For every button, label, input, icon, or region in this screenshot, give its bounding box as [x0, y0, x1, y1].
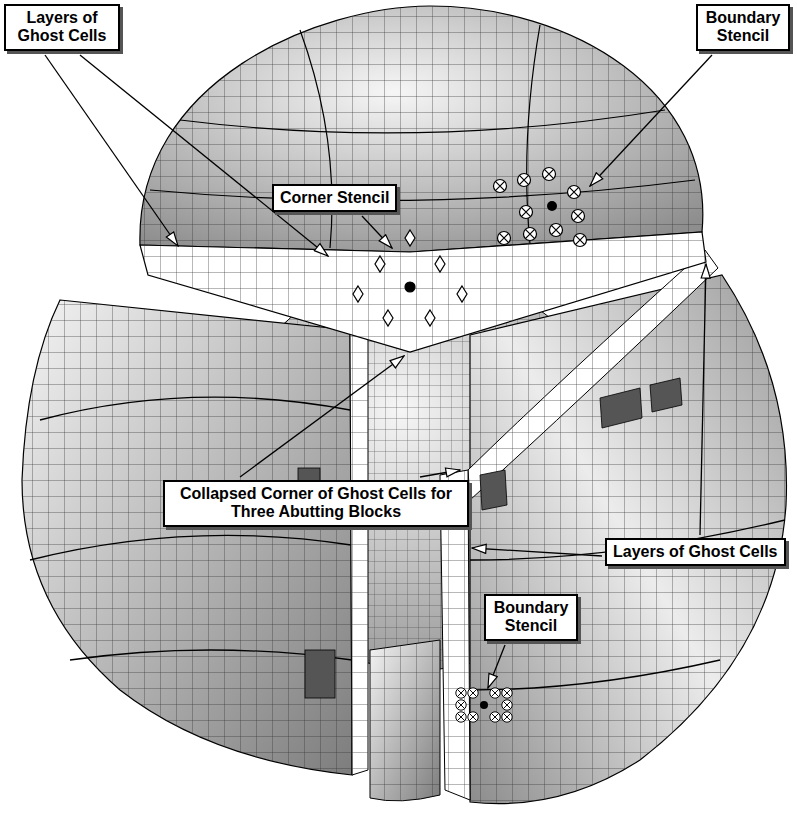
- callout-box: Layers of Ghost Cells: [605, 538, 786, 566]
- callout-box: Collapsed Corner of Ghost Cells for Thre…: [163, 480, 469, 527]
- bottom-block: [370, 640, 440, 801]
- left-block: [22, 300, 368, 775]
- boundary-stencil-symbols: [494, 168, 587, 247]
- boundary-stencil-symbols-small: [456, 688, 512, 722]
- callout-box: Corner Stencil: [272, 184, 397, 212]
- callout-text: Boundary Stencil: [492, 599, 570, 636]
- corner-stencil-symbols: [353, 230, 467, 326]
- top-cap-block: [140, 6, 706, 352]
- callout-box: Boundary Stencil: [696, 4, 790, 51]
- callout-text: Layers of Ghost Cells: [613, 543, 778, 561]
- callout-text: Boundary Stencil: [704, 9, 782, 46]
- right-block: [440, 250, 786, 804]
- callout-box: Layers of Ghost Cells: [4, 4, 120, 51]
- callout-text: Corner Stencil: [280, 189, 389, 207]
- callout-text: Collapsed Corner of Ghost Cells for Thre…: [171, 485, 461, 522]
- callout-box: Boundary Stencil: [484, 594, 578, 641]
- callout-text: Layers of Ghost Cells: [12, 9, 112, 46]
- leader-arrows: [45, 55, 712, 688]
